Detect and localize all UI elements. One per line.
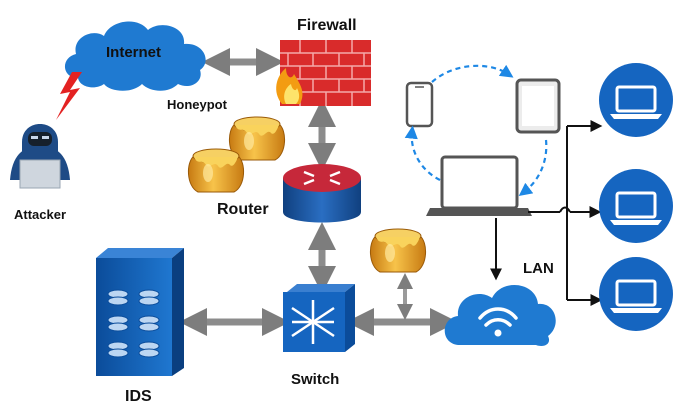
laptop-icon bbox=[426, 155, 532, 216]
sync-arrows bbox=[404, 64, 548, 196]
router-label: Router bbox=[217, 201, 269, 218]
ids-label: IDS bbox=[125, 388, 152, 403]
honey-pot-icon bbox=[187, 148, 245, 193]
honeypot-label: Honeypot bbox=[167, 97, 228, 112]
laptop-icon bbox=[599, 63, 673, 137]
smartphone-icon bbox=[405, 81, 434, 128]
router-icon bbox=[283, 164, 361, 223]
switch-icon bbox=[283, 284, 355, 352]
firewall-label: Firewall bbox=[297, 17, 357, 34]
laptop-icon bbox=[599, 169, 673, 243]
internet-label: Internet bbox=[106, 44, 161, 61]
tablet-icon bbox=[515, 78, 561, 134]
laptop-icon bbox=[599, 257, 673, 331]
switch-label: Switch bbox=[291, 371, 339, 388]
lan-wiring bbox=[490, 120, 603, 306]
wifi-cloud-icon bbox=[444, 285, 556, 346]
fire-icon bbox=[276, 68, 303, 104]
attacker-label: Attacker bbox=[14, 207, 66, 222]
server-rack-icon bbox=[96, 248, 184, 376]
hacker-icon bbox=[10, 124, 70, 189]
lan-label: LAN bbox=[523, 260, 554, 277]
honey-pot-icon bbox=[369, 228, 427, 273]
lightning-icon bbox=[56, 72, 82, 120]
internet-cloud-icon bbox=[64, 21, 206, 91]
